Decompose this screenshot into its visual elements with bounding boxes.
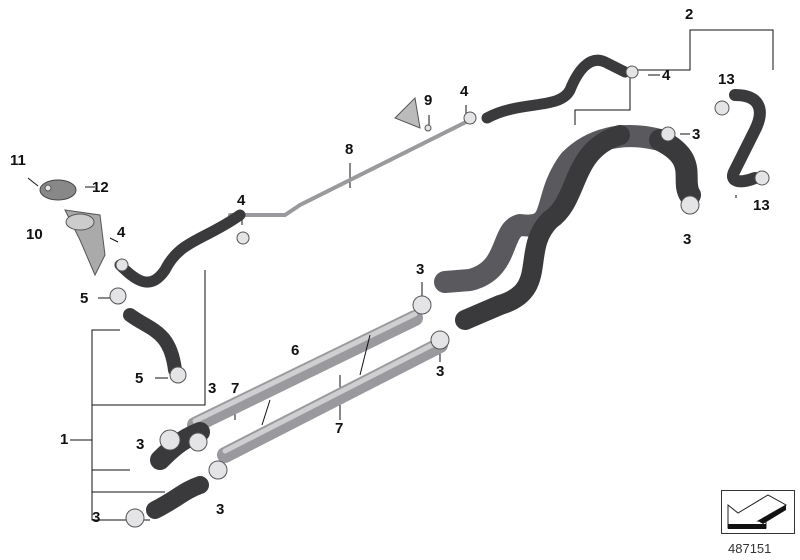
callout-4[interactable]: 4 [460,83,469,100]
callout-7[interactable]: 7 [231,380,240,397]
callout-4[interactable]: 4 [662,67,671,84]
diagram-number: 487151 [728,541,772,556]
callout-3[interactable]: 3 [692,126,701,143]
callout-5[interactable]: 5 [135,370,144,387]
clamps [44,65,770,528]
callout-3[interactable]: 3 [416,261,425,278]
orientation-arrow-box [721,490,795,534]
callout-3[interactable]: 3 [683,231,692,248]
callout-6[interactable]: 6 [291,342,300,359]
callout-3[interactable]: 3 [208,380,217,397]
callout-3[interactable]: 3 [136,436,145,453]
callout-11[interactable]: 11 [10,152,26,169]
callout-13[interactable]: 13 [753,197,770,214]
callout-2[interactable]: 2 [685,6,694,23]
callout-12[interactable]: 12 [92,179,109,196]
callout-7[interactable]: 7 [335,420,344,437]
callout-4[interactable]: 4 [117,224,126,241]
arrow-icon [727,494,788,529]
callout-10[interactable]: 10 [26,226,43,243]
callout-3[interactable]: 3 [92,509,101,526]
callout-4[interactable]: 4 [237,192,246,209]
callout-3[interactable]: 3 [216,501,225,518]
callout-9[interactable]: 9 [424,92,433,109]
callout-13[interactable]: 13 [718,71,735,88]
callout-5[interactable]: 5 [80,290,89,307]
cooler-pipes [187,310,448,463]
callout-8[interactable]: 8 [345,141,354,158]
callout-1[interactable]: 1 [60,431,69,448]
callout-3[interactable]: 3 [436,363,445,380]
